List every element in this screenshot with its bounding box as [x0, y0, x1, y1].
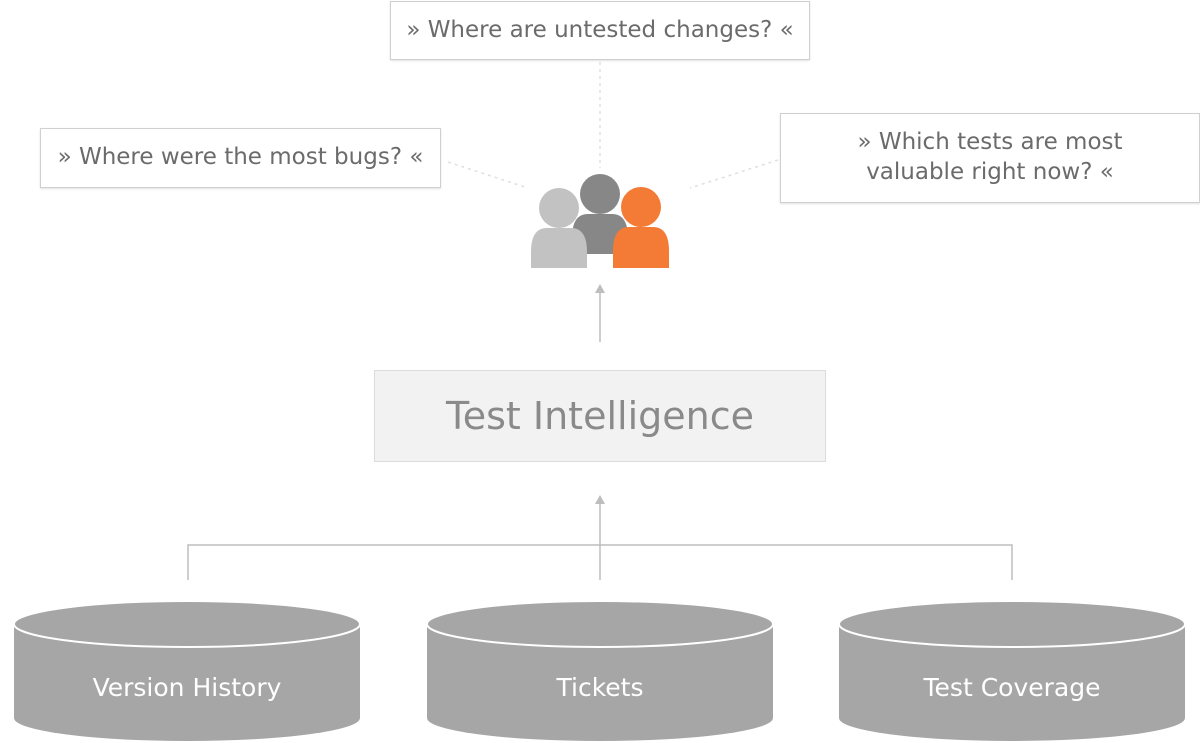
database-test-coverage-icon — [838, 600, 1186, 741]
arrow-to-intelligence-head — [595, 495, 605, 504]
test-intelligence-title: Test Intelligence — [445, 394, 754, 438]
question-most-bugs: » Where were the most bugs? « — [40, 128, 441, 188]
connector-left-question — [447, 161, 529, 189]
database-label-tickets: Tickets — [556, 673, 644, 702]
question-valuable-tests-text: » Which tests are most valuable right no… — [857, 129, 1123, 185]
database-tickets-icon — [426, 600, 774, 741]
person-light-icon — [531, 188, 587, 268]
person-accent-icon — [613, 187, 669, 268]
database-label-test-coverage: Test Coverage — [923, 673, 1101, 702]
database-version-history-icon — [13, 600, 361, 741]
question-untested-changes: » Where are untested changes? « — [390, 1, 810, 60]
connector-right-question — [689, 159, 779, 189]
test-intelligence-box: Test Intelligence — [374, 370, 826, 462]
arrow-to-people-head — [595, 284, 605, 293]
question-valuable-tests: » Which tests are most valuable right no… — [780, 113, 1200, 203]
database-label-version-history: Version History — [92, 673, 282, 702]
question-untested-changes-text: » Where are untested changes? « — [406, 16, 794, 43]
people-group-icon — [531, 174, 669, 268]
question-most-bugs-text: » Where were the most bugs? « — [57, 144, 424, 171]
